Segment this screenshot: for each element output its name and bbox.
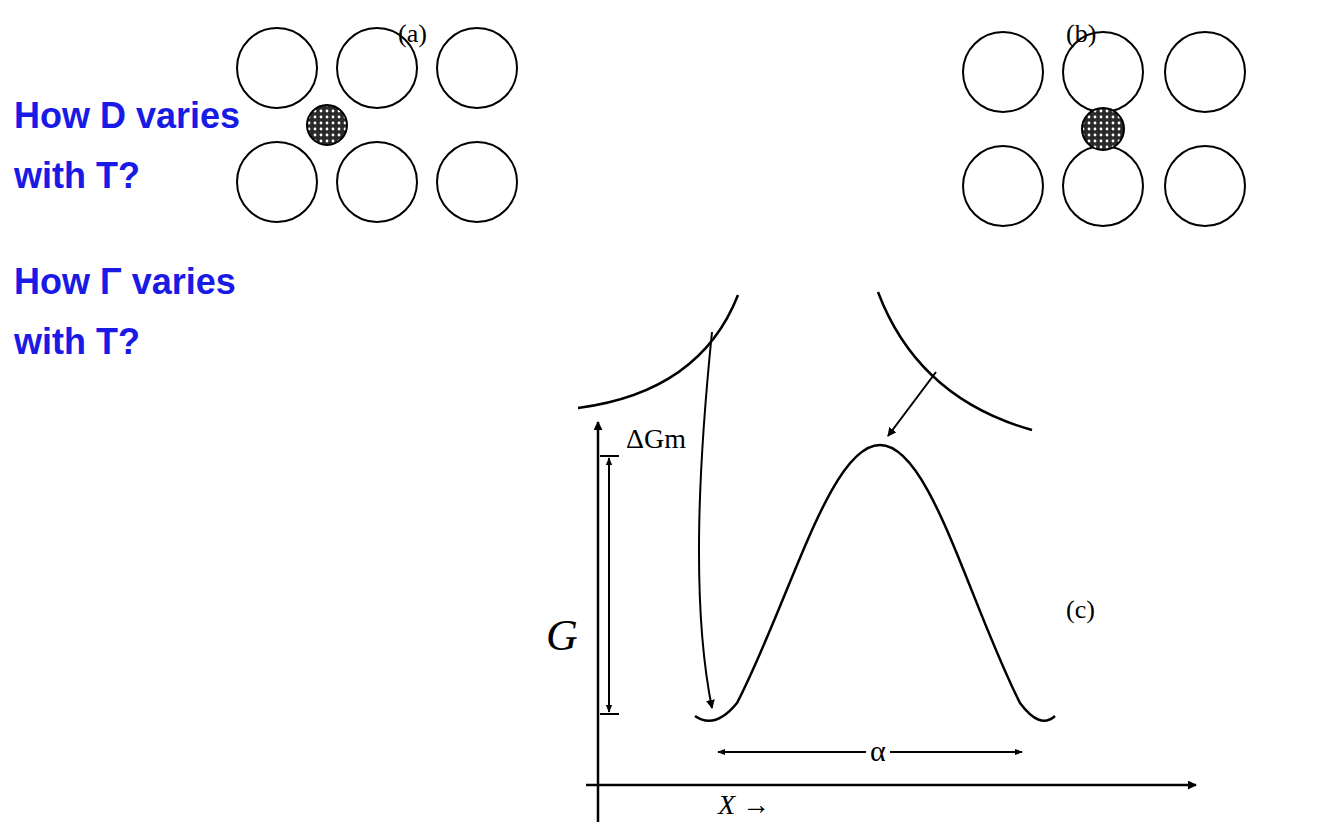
zoom-arc [578, 295, 738, 408]
distance-label: α [866, 734, 890, 767]
host-atom [1165, 32, 1245, 112]
g-axis [597, 422, 600, 822]
panel-label: (c) [1066, 596, 1095, 625]
host-atom [1063, 146, 1143, 226]
question-text: How D varies with T? [14, 86, 274, 206]
bracket-ticks [600, 456, 619, 714]
host-atom [337, 142, 417, 222]
panel-label: (a) [398, 20, 427, 49]
barrier-label: ΔGm [626, 424, 686, 455]
interstitial-atom [1082, 108, 1124, 150]
host-atom [437, 142, 517, 222]
zoom-arc [878, 292, 1032, 430]
host-atom [237, 142, 317, 222]
host-atom [963, 146, 1043, 226]
interstitial-atom [307, 105, 347, 145]
host-atom [1165, 146, 1245, 226]
lattice-a [237, 28, 517, 222]
pointer-arrow [699, 332, 712, 708]
axis-label: X → [718, 790, 770, 821]
barrier-bracket [608, 458, 610, 712]
host-atom [437, 28, 517, 108]
energy-curve [695, 445, 1055, 721]
lattice-b [963, 32, 1245, 226]
host-atom [963, 32, 1043, 112]
pointer-arrow [888, 372, 936, 436]
axis-label: G [546, 612, 578, 660]
panel-label: (b) [1066, 20, 1096, 49]
x-axis [586, 784, 1196, 787]
question-text: How Γ varies with T? [14, 252, 274, 372]
host-atom [237, 28, 317, 108]
